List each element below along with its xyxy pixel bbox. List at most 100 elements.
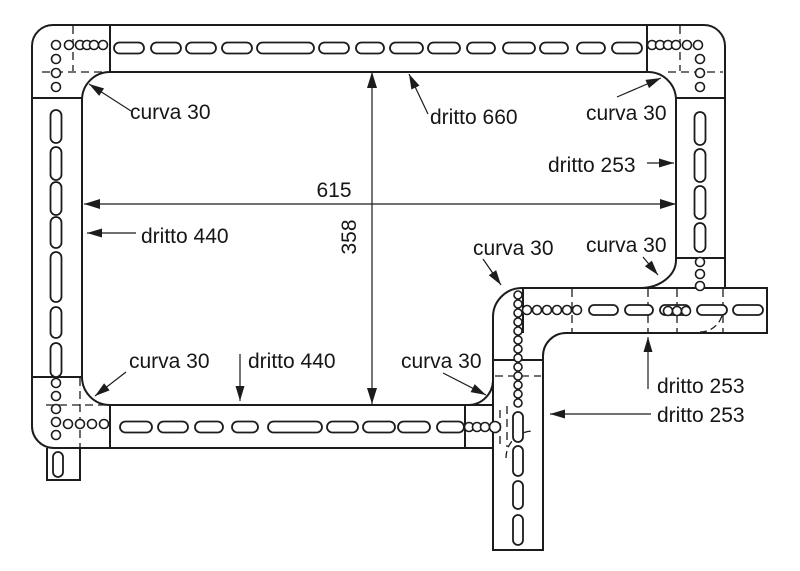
hole xyxy=(670,39,682,51)
label-curva-30-branch-top-right: curva 30 xyxy=(586,234,667,257)
slot xyxy=(693,111,707,146)
hole xyxy=(513,335,523,345)
hole xyxy=(50,390,62,402)
label-dritto-253-right-strip: dritto 253 xyxy=(548,154,636,177)
strip-edge xyxy=(46,448,81,481)
hole xyxy=(694,67,706,79)
hole xyxy=(513,353,523,363)
hole xyxy=(571,304,583,316)
label-dritto-660-top: dritto 660 xyxy=(430,106,518,129)
slot xyxy=(49,216,63,249)
slot xyxy=(397,420,431,434)
label-curva-30-branch-bottom-left: curva 30 xyxy=(401,350,482,373)
hole xyxy=(692,39,704,51)
slot xyxy=(512,480,524,510)
arrowhead xyxy=(87,228,102,238)
slot xyxy=(427,41,461,55)
strip-edge xyxy=(81,100,493,406)
arrowhead xyxy=(367,72,377,88)
slot xyxy=(157,420,189,434)
slot xyxy=(49,181,63,216)
hole xyxy=(513,344,523,354)
hole xyxy=(513,371,523,381)
hole xyxy=(694,81,706,93)
hole xyxy=(50,53,62,65)
arrowhead xyxy=(660,199,676,209)
slot xyxy=(318,41,350,55)
arrowhead xyxy=(89,84,105,96)
hole xyxy=(694,256,706,268)
label-dritto-440-left-strip: dritto 440 xyxy=(141,225,229,248)
slot xyxy=(588,304,619,316)
leader-arrows xyxy=(87,73,674,419)
strip-edge xyxy=(522,287,768,334)
hole xyxy=(513,398,523,408)
strip-holes xyxy=(50,39,706,441)
slot xyxy=(502,41,536,55)
hole xyxy=(50,67,62,79)
strip-edge xyxy=(31,24,726,288)
slot xyxy=(693,222,707,253)
slot xyxy=(185,41,217,55)
hole xyxy=(62,418,74,430)
arrowhead xyxy=(367,388,377,404)
slot xyxy=(221,41,253,55)
hole xyxy=(50,377,62,389)
label-curva-30-top-left: curva 30 xyxy=(130,101,211,124)
hole xyxy=(561,304,573,316)
hole xyxy=(694,280,706,292)
slot xyxy=(326,420,359,434)
label-curva-30-branch-top-left: curva 30 xyxy=(473,237,554,260)
hole xyxy=(50,429,62,441)
hole xyxy=(541,304,553,316)
slot xyxy=(611,41,643,55)
hidden-arc xyxy=(505,430,534,459)
slot xyxy=(231,420,259,434)
slot xyxy=(49,342,63,378)
hole xyxy=(513,389,523,399)
slot xyxy=(150,41,182,55)
label-dritto-253-branch-horizontal: dritto 253 xyxy=(657,375,745,398)
slot xyxy=(624,304,654,316)
hole xyxy=(488,420,502,434)
hole xyxy=(681,39,693,51)
slot xyxy=(696,304,728,316)
slot xyxy=(512,445,524,477)
arrowhead xyxy=(644,260,658,275)
slot xyxy=(355,41,385,55)
arrowhead xyxy=(659,158,674,168)
hole xyxy=(531,304,543,316)
slot xyxy=(194,420,224,434)
slot xyxy=(49,109,63,144)
slot xyxy=(49,251,63,303)
strip-edge xyxy=(31,46,493,449)
annotation-labels: curva 30 dritto 660 curva 30 dritto 253 … xyxy=(129,101,745,427)
hole xyxy=(74,418,86,430)
strip-slots xyxy=(49,41,764,546)
hole xyxy=(694,268,706,280)
label-dritto-440-bottom-strip: dritto 440 xyxy=(248,350,336,373)
hole xyxy=(513,308,523,318)
hole xyxy=(513,326,523,336)
arrowhead xyxy=(95,383,110,396)
slot xyxy=(466,41,496,55)
hole xyxy=(86,418,98,430)
strip-edge xyxy=(81,71,677,289)
hole xyxy=(63,39,75,51)
hole xyxy=(97,39,109,51)
slot xyxy=(362,420,396,434)
slot xyxy=(49,146,63,181)
arrowhead xyxy=(645,78,661,89)
slot xyxy=(512,411,524,443)
frame-outline xyxy=(31,24,768,551)
slot xyxy=(693,148,707,183)
hidden-arc xyxy=(699,308,724,333)
slot xyxy=(267,420,323,434)
slot xyxy=(576,41,606,55)
arrowhead xyxy=(235,386,245,401)
hole xyxy=(513,290,523,300)
hole xyxy=(551,304,563,316)
hole xyxy=(680,305,692,317)
